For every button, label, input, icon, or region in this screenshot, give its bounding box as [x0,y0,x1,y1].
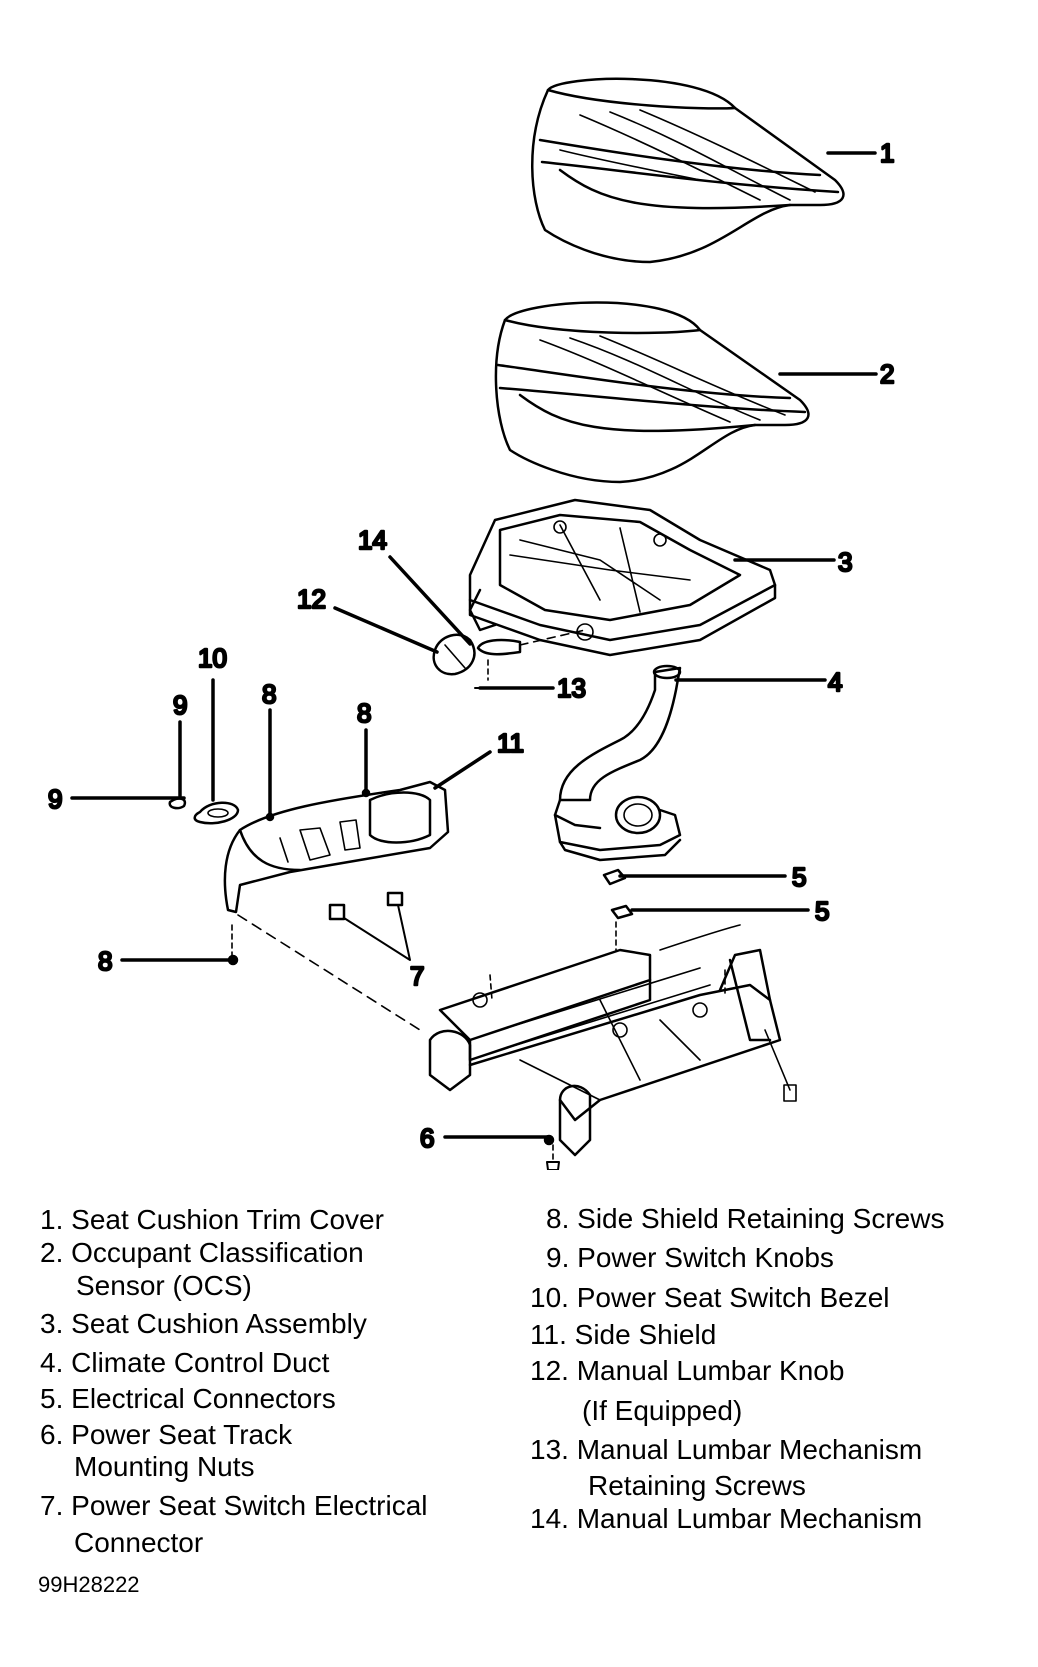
legend-item-2: 2. Occupant Classification [40,1237,364,1268]
callout-11: 11 [497,728,524,758]
callout-2: 2 [880,359,894,389]
legend-item-7: 7. Power Seat Switch Electrical [40,1490,428,1521]
legend-item-3: 3. Seat Cushion Assembly [40,1308,367,1339]
callout-9b: 9 [48,784,62,814]
legend-item-12-cont: (If Equipped) [582,1395,743,1426]
callout-9a: 9 [173,690,187,720]
power-seat-track [428,924,797,1157]
callout-8a: 8 [262,679,276,709]
legend-item-1: 1. Seat Cushion Trim Cover [40,1204,384,1235]
manual-lumbar-knob [432,633,476,676]
legend-item-10: 10. Power Seat Switch Bezel [530,1282,890,1313]
power-seat-switch-bezel [193,801,240,825]
callout-14: 14 [358,525,387,555]
legend-item-13: 13. Manual Lumbar Mechanism [530,1434,923,1465]
legend-item-11: 11. Side Shield [530,1319,717,1350]
legend-item-9: 9. Power Switch Knobs [546,1242,834,1273]
callout-4: 4 [828,667,842,697]
callout-6: 6 [420,1123,434,1153]
side-shield [223,780,450,914]
callout-5b: 5 [815,896,829,926]
occupant-classification-sensor [494,301,810,484]
electrical-connectors [602,868,634,920]
callout-7: 7 [410,961,424,991]
climate-control-duct [553,664,682,862]
callout-3: 3 [838,547,852,577]
seat-cushion-assembly [468,498,777,657]
manual-lumbar-mechanism [476,638,522,656]
callout-13: 13 [557,673,586,703]
legend-item-4: 4. Climate Control Duct [40,1347,330,1378]
seat-cushion-trim-cover [531,77,845,264]
callout-8b: 8 [357,698,371,728]
legend-item-6-cont: Mounting Nuts [74,1451,255,1482]
legend-item-8: 8. Side Shield Retaining Screws [546,1203,945,1234]
legend-item-7-cont: Connector [74,1527,204,1558]
callout-12: 12 [297,584,326,614]
callout-8c: 8 [98,946,112,976]
legend-item-2-cont: Sensor (OCS) [76,1270,252,1301]
legend-item-5: 5. Electrical Connectors [40,1383,336,1414]
legend-item-6: 6. Power Seat Track [40,1419,293,1450]
legend-item-12: 12. Manual Lumbar Knob [530,1355,845,1386]
legend-item-14: 14. Manual Lumbar Mechanism [530,1503,923,1534]
switch-electrical-connectors [328,891,411,961]
figure-id: 99H28222 [38,1572,140,1597]
legend-item-13-cont: Retaining Screws [588,1470,806,1501]
exploded-seat-diagram: 1 2 3 4 5 5 6 7 8 8 8 9 9 10 11 12 13 14 [47,77,896,1170]
leader-lines [70,151,878,1139]
callout-10: 10 [198,643,227,673]
callout-5a: 5 [792,862,806,892]
callout-1: 1 [880,138,894,168]
power-switch-knobs [168,797,187,810]
